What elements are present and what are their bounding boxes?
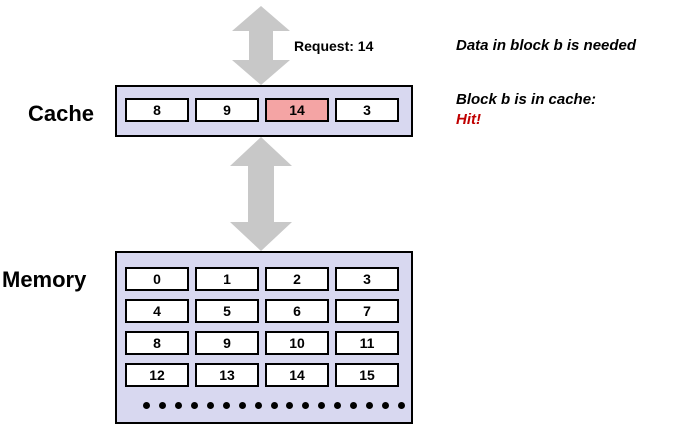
ellipsis-dot xyxy=(286,401,294,409)
memory-block: 15 xyxy=(335,363,399,387)
ellipsis-dot xyxy=(158,401,166,409)
ellipsis-dot xyxy=(143,401,150,409)
memory-block: 7 xyxy=(335,299,399,323)
cache-memory-double-arrow xyxy=(230,137,292,251)
ellipsis-dot xyxy=(270,401,278,409)
ellipsis-dot xyxy=(398,401,405,409)
cache-block: 9 xyxy=(195,98,259,122)
ellipsis-dot xyxy=(366,401,374,409)
ellipsis-dot xyxy=(334,401,342,409)
memory-block: 12 xyxy=(125,363,189,387)
memory-block: 8 xyxy=(125,331,189,355)
ellipsis-dot xyxy=(190,401,198,409)
cache-panel: 8 9 14 3 xyxy=(115,85,413,137)
ellipsis-dot xyxy=(222,401,230,409)
memory-ellipsis xyxy=(143,397,405,413)
memory-block: 1 xyxy=(195,267,259,291)
ellipsis-dot xyxy=(302,401,310,409)
memory-block: 14 xyxy=(265,363,329,387)
note-hit: Hit! xyxy=(456,111,481,128)
memory-block: 9 xyxy=(195,331,259,355)
memory-label: Memory xyxy=(2,267,87,292)
memory-block: 5 xyxy=(195,299,259,323)
memory-block: 0 xyxy=(125,267,189,291)
memory-block: 10 xyxy=(265,331,329,355)
ellipsis-dot xyxy=(254,401,262,409)
ellipsis-dot xyxy=(382,401,390,409)
memory-block: 4 xyxy=(125,299,189,323)
cache-block: 3 xyxy=(335,98,399,122)
ellipsis-dot xyxy=(206,401,214,409)
memory-block: 2 xyxy=(265,267,329,291)
cache-label: Cache xyxy=(28,101,95,126)
cache-block: 8 xyxy=(125,98,189,122)
ellipsis-dot xyxy=(238,401,246,409)
memory-block: 3 xyxy=(335,267,399,291)
cache-block-hit: 14 xyxy=(265,98,329,122)
ellipsis-dot xyxy=(174,401,182,409)
memory-block: 13 xyxy=(195,363,259,387)
ellipsis-dot xyxy=(350,401,358,409)
note-data-needed: Data in block b is needed xyxy=(456,37,637,54)
memory-block: 6 xyxy=(265,299,329,323)
memory-block: 11 xyxy=(335,331,399,355)
request-label: Request: 14 xyxy=(294,38,374,54)
note-block-in-cache: Block b is in cache: xyxy=(456,91,597,108)
request-double-arrow xyxy=(232,6,290,85)
memory-panel: 0 1 2 3 4 5 6 7 8 9 10 11 12 13 14 15 xyxy=(115,251,413,424)
ellipsis-dot xyxy=(318,401,326,409)
